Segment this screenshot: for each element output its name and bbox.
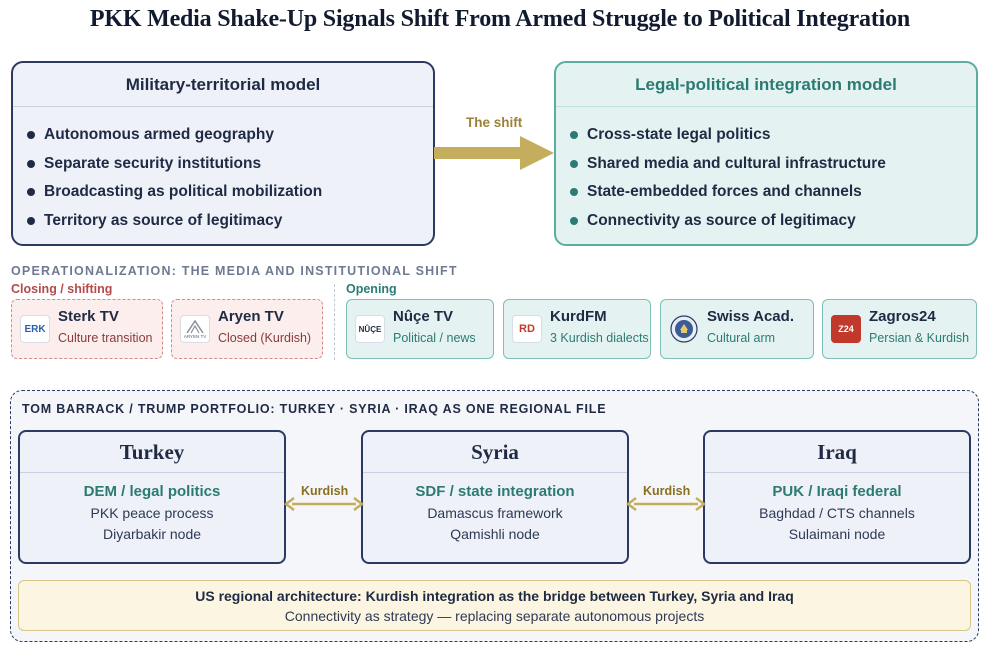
media-card-nuce-tv: NÛÇE Nûçe TV Political / news [346,299,494,359]
country-name: Turkey [20,432,284,473]
kurdfm-logo-icon: RD [512,315,542,343]
media-name: Sterk TV [58,308,119,325]
left-model-heading: Military-territorial model [13,63,433,107]
seal-icon [670,315,698,343]
regional-file-heading: TOM BARRACK / TRUMP PORTFOLIO: TURKEY · … [22,402,607,416]
country-detail: Diyarbakir node [102,526,202,542]
country-primary: SDF / state integration [415,483,575,500]
bullet-icon [570,216,578,225]
us-architecture-title: US regional architecture: Kurdish integr… [195,588,794,604]
bullet-icon [27,216,35,225]
page-title: PKK Media Shake-Up Signals Shift From Ar… [89,6,911,32]
list-item-label: Broadcasting as political mobilization [44,183,323,200]
shift-label: The shift [466,115,523,130]
bullet-icon [570,188,578,196]
nuce-tv-logo-icon: NÛÇE [355,315,385,343]
bullet-icon [27,188,35,196]
media-card-aryen-tv: ARYEN TV Aryen TV Closed (Kurdish) [171,299,323,359]
sterk-tv-logo-icon: ERK [20,315,50,343]
country-box-iraq: Iraq PUK / Iraqi federal Baghdad / CTS c… [703,430,971,564]
country-primary: PUK / Iraqi federal [772,483,902,500]
media-name: Nûçe TV [393,308,454,325]
shift-arrow-icon [434,136,554,170]
country-detail: Baghdad / CTS channels [759,505,915,521]
media-description: Closed (Kurdish) [218,331,312,345]
list-item: Shared media and cultural infrastructure [570,150,976,179]
aryen-emblem-icon [186,319,204,333]
media-description: Political / news [393,331,476,345]
country-name: Syria [363,432,627,473]
country-detail: Damascus framework [427,505,563,521]
aryen-tv-logo-icon: ARYEN TV [180,315,210,343]
list-item: Separate security institutions [27,150,433,179]
country-box-syria: Syria SDF / state integration Damascus f… [361,430,629,564]
list-item: Autonomous armed geography [27,121,433,150]
kurdish-link-label-2: Kurdish [643,484,691,498]
list-item: Cross-state legal politics [570,121,976,150]
media-name: Aryen TV [218,308,284,325]
country-detail: PKK peace process [90,505,214,521]
bullet-icon [570,131,578,139]
swiss-academy-seal-icon [669,315,699,343]
bullet-icon [27,159,35,168]
list-item: Broadcasting as political mobilization [27,178,433,207]
media-card-sterk-tv: ERK Sterk TV Culture transition [11,299,163,359]
section-divider [334,284,335,360]
list-item: State-embedded forces and channels [570,178,976,207]
us-architecture-box: US regional architecture: Kurdish integr… [18,580,971,631]
bullet-icon [27,131,35,139]
right-model-heading: Legal-political integration model [556,63,976,107]
left-model-list: Autonomous armed geography Separate secu… [13,107,433,235]
right-model-list: Cross-state legal politics Shared media … [556,107,976,235]
country-name: Iraq [705,432,969,473]
media-card-swiss-academy: Swiss Acad. Cultural arm [660,299,814,359]
legal-political-integration-model-box: Legal-political integration model Cross-… [554,61,978,246]
us-architecture-subtitle: Connectivity as strategy — replacing sep… [284,608,705,624]
double-arrow-icon [284,497,364,511]
zagros24-logo-icon: Z24 [831,315,861,343]
country-box-turkey: Turkey DEM / legal politics PKK peace pr… [18,430,286,564]
list-item: Territory as source of legitimacy [27,207,433,236]
media-card-zagros24: Z24 Zagros24 Persian & Kurdish [822,299,977,359]
list-item-label: Autonomous armed geography [44,126,274,143]
media-description: 3 Kurdish dialects [550,331,649,345]
double-arrow-icon [626,497,706,511]
list-item: Connectivity as source of legitimacy [570,207,976,236]
military-territorial-model-box: Military-territorial model Autonomous ar… [11,61,435,246]
list-item-label: Connectivity as source of legitimacy [587,211,856,229]
media-name: Zagros24 [869,308,936,325]
aryen-logo-text: ARYEN TV [183,333,207,339]
list-item-label: Cross-state legal politics [587,126,771,143]
operationalization-heading: OPERATIONALIZATION: THE MEDIA AND INSTIT… [11,264,458,278]
country-detail: Sulaimani node [788,526,886,542]
list-item-label: Shared media and cultural infrastructure [587,154,886,172]
list-item-label: State-embedded forces and channels [587,183,862,200]
media-description: Cultural arm [707,331,776,345]
bullet-icon [570,159,578,168]
media-description: Persian & Kurdish [869,331,970,345]
closing-label: Closing / shifting [11,282,113,296]
country-primary: DEM / legal politics [83,483,221,500]
opening-label: Opening [346,282,397,296]
media-name: Swiss Acad. [707,308,794,325]
media-card-kurdfm: RD KurdFM 3 Kurdish dialects [503,299,651,359]
media-name: KurdFM [550,308,607,325]
kurdish-link-label-1: Kurdish [301,484,349,498]
list-item-label: Separate security institutions [44,154,262,172]
list-item-label: Territory as source of legitimacy [44,211,283,229]
country-detail: Qamishli node [450,526,540,542]
media-description: Culture transition [58,331,153,345]
